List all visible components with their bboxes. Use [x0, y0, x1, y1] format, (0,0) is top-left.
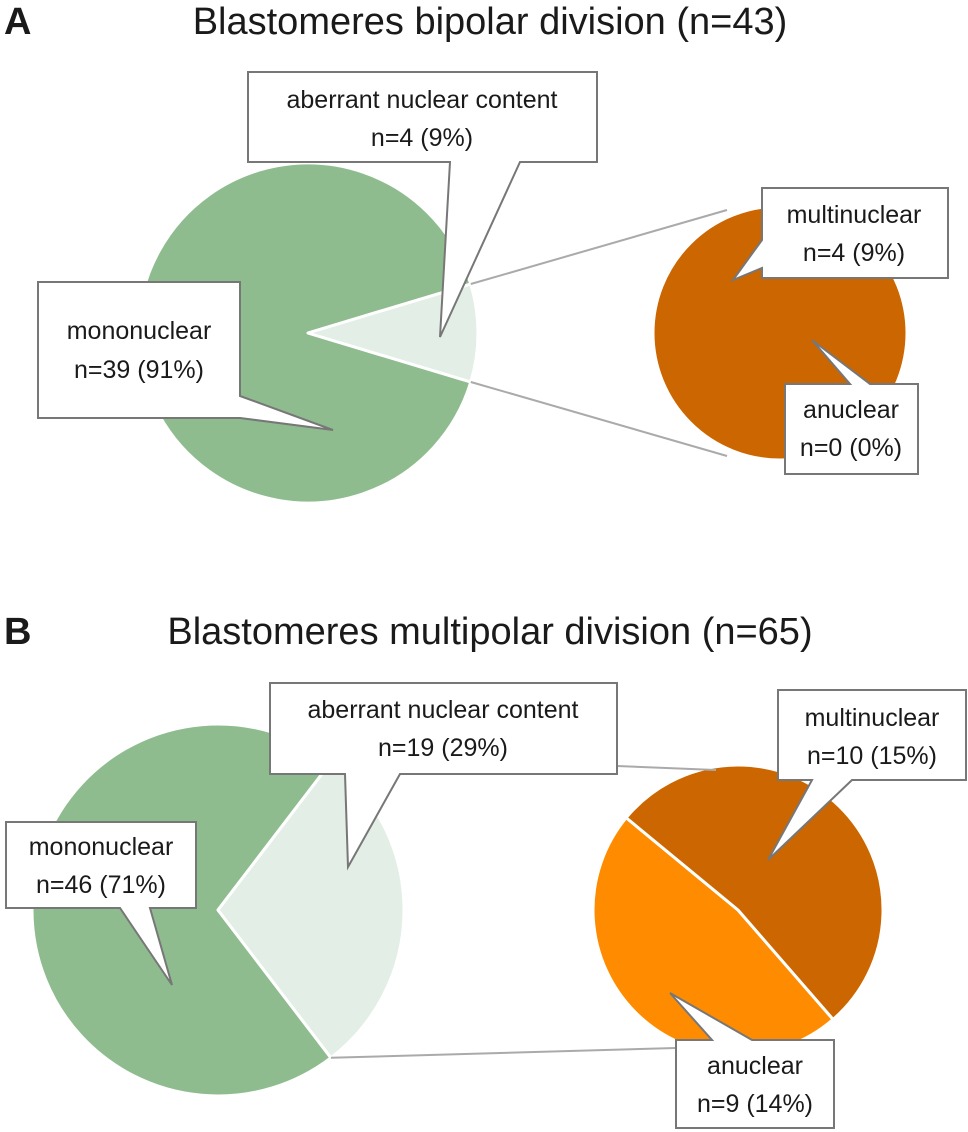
panel-letter-a: A: [4, 1, 31, 43]
slice-annotation-mononuclear-b: n=46 (71%): [36, 871, 166, 899]
primary-a-slice-aberrant-nuclear-content: [306, 282, 480, 384]
primary-b-slice-mononuclear: [30, 722, 333, 1098]
connector-line-bottom-b: [330, 1047, 677, 1059]
slice-label-aberrant-a: aberrant nuclear content: [286, 86, 557, 114]
slice-annotation-aberrant-b: n=19 (29%): [378, 734, 508, 762]
slice-label-multinuclear-a: multinuclear: [787, 201, 922, 229]
slice-annotation-anuclear-a: n=0 (0%): [800, 434, 902, 462]
slice-label-multinuclear-b: multinuclear: [805, 704, 940, 732]
slice-label-aberrant-b: aberrant nuclear content: [307, 696, 578, 724]
connectors-a: [470, 209, 728, 457]
chart-title-b: Blastomeres multipolar division (n=65): [167, 611, 812, 653]
slice-annotation-mononuclear-a: n=39 (91%): [74, 356, 204, 384]
callout-anuclear-b: anuclear n=9 (14%): [669, 992, 835, 1129]
slice-label-anuclear-b: anuclear: [707, 1052, 803, 1080]
callout-anuclear-a: anuclear n=0 (0%): [784, 339, 919, 475]
callout-multinuclear-a: multinuclear n=4 (9%): [730, 187, 949, 283]
secondary-pie-b: [591, 763, 885, 1057]
connector-line-top-a: [470, 209, 728, 285]
slice-annotation-multinuclear-b: n=10 (15%): [807, 742, 937, 770]
callout-aberrant-b: aberrant nuclear content n=19 (29%): [269, 682, 618, 871]
connector-line-bottom-a: [470, 381, 728, 457]
slice-label-mononuclear-b: mononuclear: [29, 833, 174, 861]
callout-mononuclear-a: mononuclear n=39 (91%): [37, 281, 334, 431]
panel-letter-b: B: [4, 611, 31, 653]
connector-line-top-b: [616, 765, 717, 771]
callout-aberrant-a: aberrant nuclear content n=4 (9%): [247, 71, 598, 338]
callout-mononuclear-b: mononuclear n=46 (71%): [5, 821, 197, 986]
callout-multinuclear-b: multinuclear n=10 (15%): [767, 689, 967, 861]
slice-label-mononuclear-a: mononuclear: [67, 317, 212, 345]
slice-annotation-anuclear-b: n=9 (14%): [697, 1090, 813, 1118]
secondary-b-slice-multinuclear: [624, 763, 885, 1021]
connectors-b: [330, 765, 717, 1059]
panel-b: B Blastomeres multipolar division (n=65)…: [4, 611, 967, 1129]
slice-annotation-aberrant-a: n=4 (9%): [371, 124, 473, 152]
slice-label-anuclear-a: anuclear: [803, 396, 899, 424]
slice-annotation-multinuclear-a: n=4 (9%): [803, 239, 905, 267]
chart-title-a: Blastomeres bipolar division (n=43): [193, 1, 788, 43]
panel-a: A Blastomeres bipolar division (n=43) mo…: [4, 1, 949, 505]
